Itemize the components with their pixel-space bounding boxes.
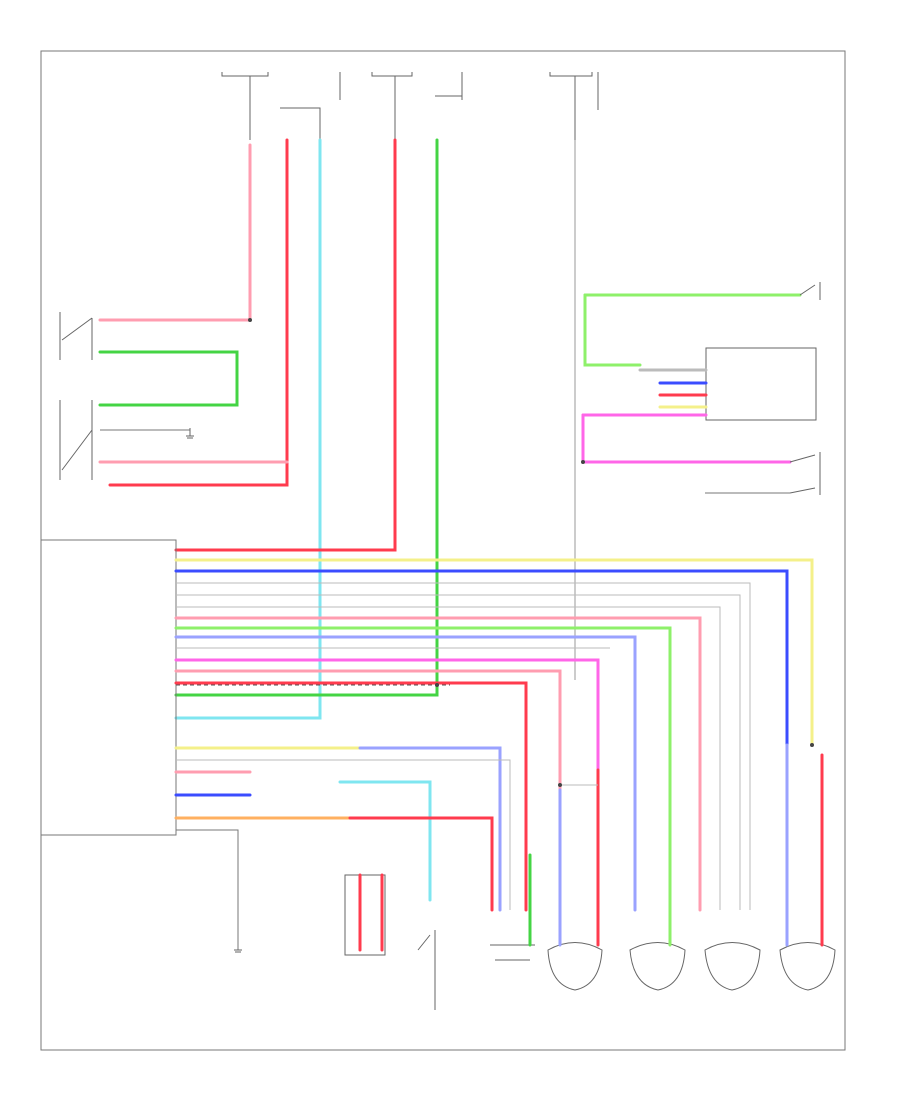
- switch-right-mid: [789, 452, 821, 495]
- fuse-block-center: [371, 72, 463, 140]
- fuse-block-left: [221, 72, 341, 140]
- ground-symbol-left: [186, 428, 194, 439]
- wire-gray-main-2: [176, 594, 741, 910]
- wire-blue-main: [174, 569, 789, 747]
- diagram-frame: [40, 50, 846, 1051]
- main-control-unit: [40, 539, 177, 836]
- wire-red-lower: [348, 816, 494, 912]
- wire-red-main-2: [174, 681, 528, 912]
- wire-cyan-feed: [174, 138, 322, 720]
- sensor-front-right: [629, 942, 686, 991]
- junction-dots: [248, 318, 814, 787]
- wire-gray-main-3: [176, 606, 721, 910]
- wire-green-main: [174, 626, 672, 912]
- wire-magenta-right: [581, 413, 792, 464]
- wire-red-center-feed: [174, 138, 397, 552]
- relay-bottom: [344, 874, 386, 956]
- wire-lightblue-main: [174, 635, 637, 912]
- wire-cyan-lower: [338, 780, 432, 902]
- sensor-rear-left: [704, 942, 761, 991]
- wire-ground-lower: [176, 829, 239, 950]
- fuse-block-right: [549, 72, 599, 140]
- sensor-rear-right: [779, 942, 836, 991]
- wire-green-right-vert: [583, 293, 642, 367]
- wire-pink-main: [174, 616, 702, 912]
- wire-green-switch-loop: [98, 350, 239, 407]
- module-right: [705, 347, 817, 421]
- sensor-front-left: [547, 942, 603, 991]
- wire-green-center-feed: [174, 138, 439, 697]
- sensor-connector-center: [490, 944, 535, 961]
- wire-red-feed-2: [108, 138, 289, 487]
- wire-yellow-main: [174, 558, 814, 747]
- switch-lower: [59, 400, 93, 480]
- wire-gray-main-1: [176, 582, 751, 910]
- switch-upper: [59, 312, 93, 360]
- switch-right-top: [799, 282, 821, 300]
- wire-pink-main-2: [174, 669, 562, 912]
- ground-bottom-left: [234, 949, 242, 953]
- wire-magenta-main: [174, 658, 600, 772]
- wire-lightblue-lower: [358, 746, 502, 912]
- switch-bottom: [417, 930, 436, 1010]
- wire-gray-lower: [176, 759, 511, 910]
